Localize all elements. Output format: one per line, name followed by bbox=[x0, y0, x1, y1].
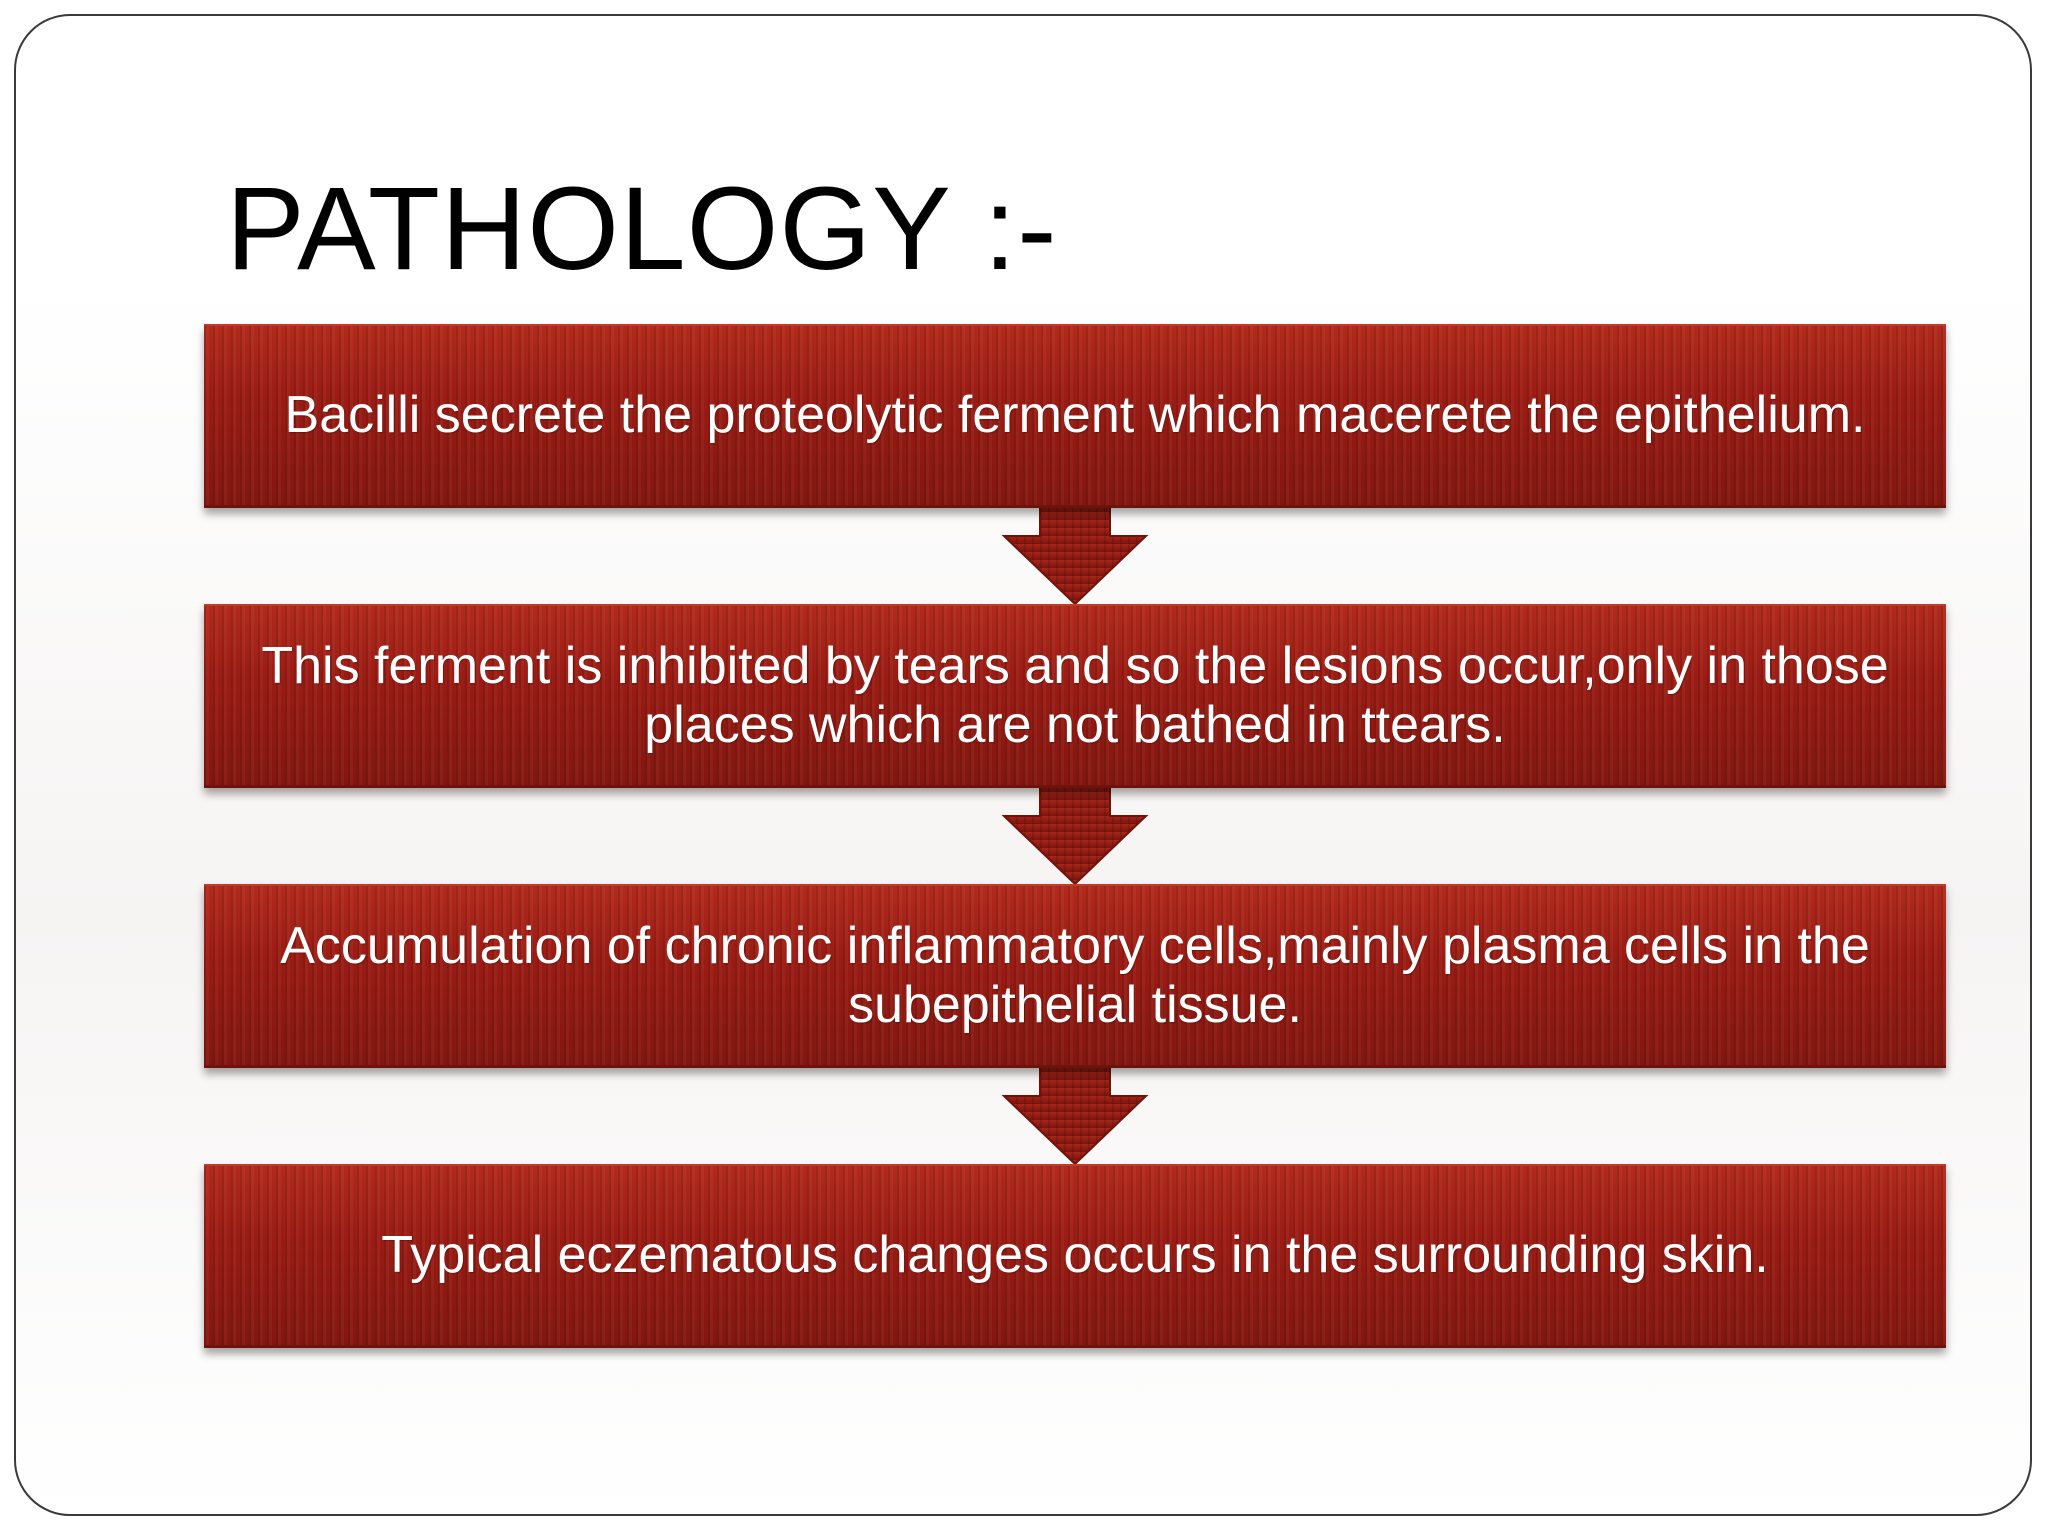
flow-step-2: This ferment is inhibited by tears and s… bbox=[204, 604, 1946, 788]
flow-step-text: Typical eczematous changes occurs in the… bbox=[381, 1226, 1769, 1285]
flow-step-4: Typical eczematous changes occurs in the… bbox=[204, 1164, 1946, 1348]
down-arrow-icon bbox=[1001, 783, 1149, 886]
flow-step-text: Bacilli secrete the proteolytic ferment … bbox=[284, 386, 1866, 445]
slide-title: PATHOLOGY :- bbox=[226, 163, 1058, 295]
down-arrow-icon bbox=[1001, 503, 1149, 606]
flow-step-1: Bacilli secrete the proteolytic ferment … bbox=[204, 324, 1946, 508]
flow-step-text: Accumulation of chronic inflammatory cel… bbox=[280, 916, 1870, 1034]
flow-step-text: This ferment is inhibited by tears and s… bbox=[261, 636, 1889, 754]
down-arrow-icon bbox=[1001, 1063, 1149, 1166]
flow-step-3: Accumulation of chronic inflammatory cel… bbox=[204, 884, 1946, 1068]
